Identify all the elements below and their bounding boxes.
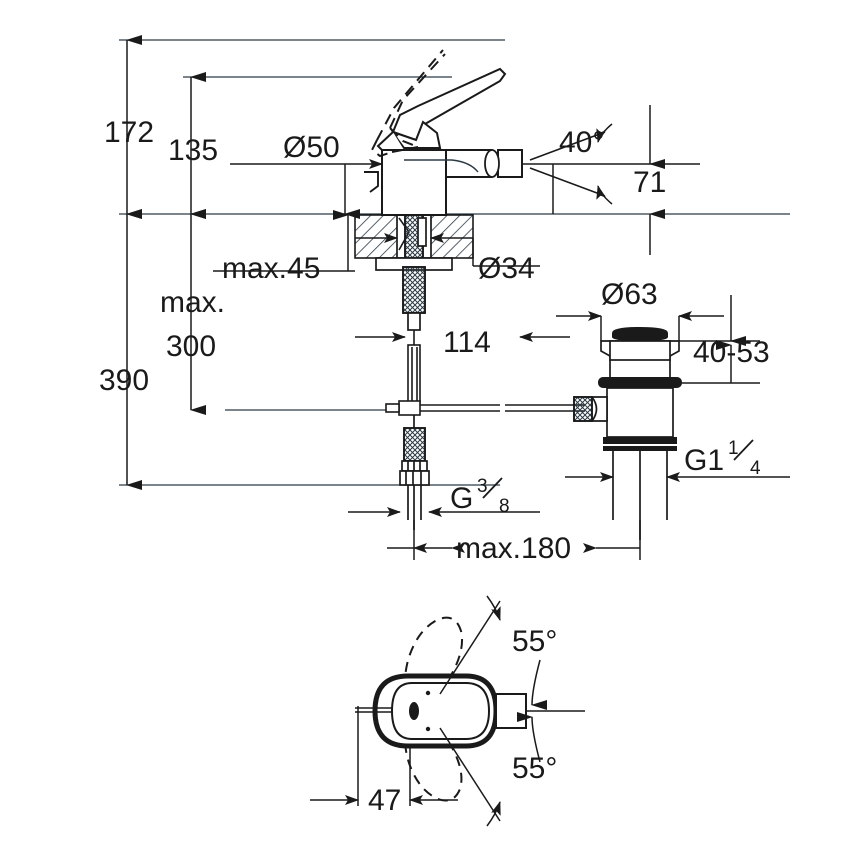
label-waste-thread-sub: 4 xyxy=(750,458,761,479)
label-swivel-upper: 55° xyxy=(512,625,557,658)
label-max-spread: max.180 xyxy=(456,532,571,565)
plan-view xyxy=(310,595,585,827)
label-supply-thread-sub: 8 xyxy=(499,496,510,517)
tap-shank xyxy=(375,214,453,331)
plan-body-outline xyxy=(372,673,499,749)
label-supply-thread-main: G xyxy=(450,482,473,515)
label-outlet-angle: 40° xyxy=(559,126,604,159)
plan-angle-dimensions xyxy=(439,595,548,827)
plan-lever-detail xyxy=(409,690,431,732)
lever-handle xyxy=(376,67,507,151)
label-waste-thread: G1 1 4 xyxy=(684,438,761,479)
label-waste-flange-dia: Ø63 xyxy=(601,278,658,311)
label-spout-reach: Ø50 xyxy=(283,131,340,164)
plan-axis xyxy=(355,707,585,713)
label-swivel-lower: 55° xyxy=(512,752,557,785)
dimension-lines xyxy=(126,35,790,560)
waste-linkage-rod xyxy=(385,400,585,416)
label-total-height: 172 xyxy=(104,116,154,149)
label-hose-max-2: 300 xyxy=(166,330,216,363)
supply-tail-g38 xyxy=(399,415,430,530)
pop-up-waste-assembly xyxy=(573,327,682,540)
label-waste-offset: 114 xyxy=(443,326,491,359)
label-shank-dia: Ø34 xyxy=(478,252,535,285)
label-supply-thread-sup: 3 xyxy=(477,476,488,497)
label-waste-thread-main: G1 xyxy=(684,444,724,477)
label-waste-basin-range: 40-53 xyxy=(693,336,770,369)
label-overall-drop: 390 xyxy=(99,364,149,397)
lever-handle-open-ghost xyxy=(370,49,446,158)
reference-lines xyxy=(119,39,790,486)
label-waste-thread-sup: 1 xyxy=(728,438,739,459)
label-spout-height: 135 xyxy=(168,134,218,167)
label-hose-max-1: max. xyxy=(160,286,225,319)
dimension-labels: 172 135 Ø50 max.45 max. 300 390 Ø34 114 … xyxy=(99,116,770,817)
mixer-body xyxy=(364,149,523,216)
plan-outlet-nose xyxy=(495,693,527,729)
label-outlet-drop: 71 xyxy=(633,166,666,199)
label-supply-thread: G 3 8 xyxy=(450,476,510,517)
plan-47-dimension xyxy=(310,706,458,806)
supply-and-rod xyxy=(407,330,421,404)
label-plan-offset: 47 xyxy=(368,784,401,817)
label-deck-thickness: max.45 xyxy=(222,252,320,285)
